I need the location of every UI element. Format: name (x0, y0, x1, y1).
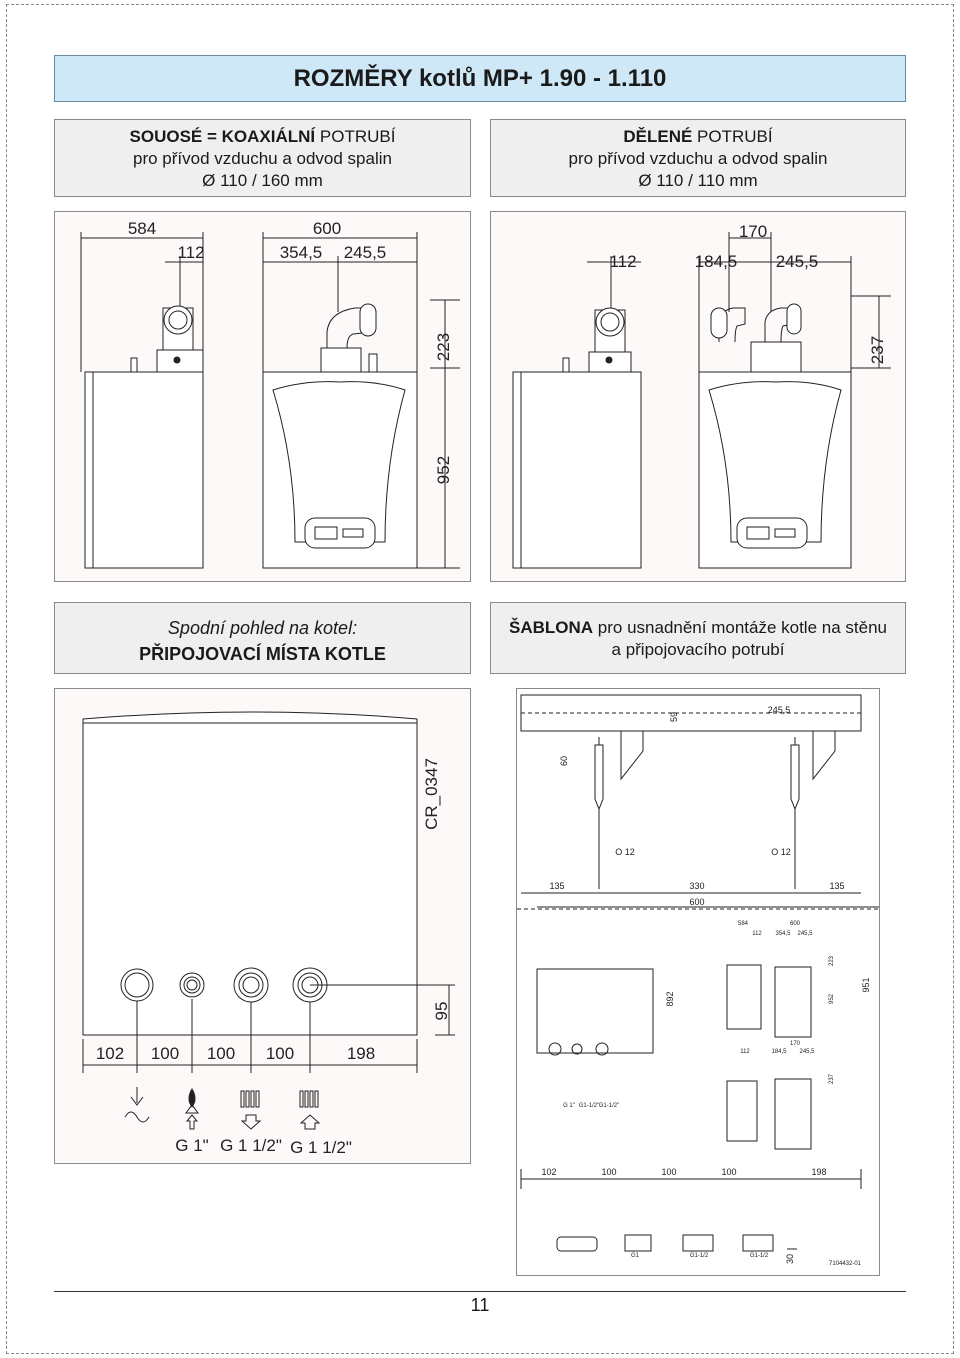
split-header: DĚLENÉ POTRUBÍ pro přívod vzduchu a odvo… (490, 119, 906, 197)
coax-header: SOUOSÉ = KOAXIÁLNÍ POTRUBÍ pro přívod vz… (54, 119, 471, 197)
tpl-spacing-4: 100 (721, 1167, 736, 1177)
tpl-spacing-2: 100 (601, 1167, 616, 1177)
tpl-label-1: G1 (631, 1253, 640, 1259)
tpl-mini-354: 354,5 (775, 931, 791, 937)
spacing-5: 198 (347, 1044, 375, 1063)
connections-svg: CR_0347 95 102 100 100 100 198 G 1" G 1 … (82, 711, 455, 1157)
tpl-label-2: G1-1/2 (690, 1253, 709, 1259)
page-border (6, 4, 954, 1354)
template-title-bold: ŠABLONA (509, 618, 594, 637)
split-title-rest: POTRUBÍ (692, 127, 773, 146)
dim-223: 223 (434, 333, 453, 361)
dim-95: 95 (432, 1002, 451, 1021)
tpl-mini-952: 952 (829, 993, 835, 1004)
spacing-2: 100 (151, 1044, 179, 1063)
template-svg: 59 245,5 60 O 12 O 12 135 330 135 600 89… (517, 694, 879, 1267)
tpl-mini-245: 245,5 (797, 931, 813, 937)
tpl-hole-1: O 12 (615, 847, 635, 857)
footer-line (54, 1291, 906, 1292)
code-cr: CR_0347 (422, 758, 441, 830)
bottom-view-subtitle: PŘIPOJOVACÍ MÍSTA KOTLE (139, 644, 386, 664)
split-title-bold: DĚLENÉ (623, 127, 693, 146)
dim-split-245: 245,5 (776, 252, 819, 271)
coax-drawing: 584 112 600 354,5 245,5 223 952 (54, 211, 471, 582)
dim-354: 354,5 (280, 243, 323, 262)
coax-diameter: Ø 110 / 160 mm (202, 171, 323, 190)
dim-245: 245,5 (344, 243, 387, 262)
bottom-view-header: Spodní pohled na kotel: PŘIPOJOVACÍ MÍST… (54, 602, 471, 674)
tpl-30: 30 (785, 1254, 795, 1264)
tpl-mini-g3: G1-1/2" (599, 1103, 619, 1109)
page-number: 11 (470, 1295, 490, 1315)
tpl-135-a: 135 (549, 881, 564, 891)
coax-subtitle: pro přívod vzduchu a odvod spalin (133, 149, 392, 168)
tpl-code: 7104432-01 (829, 1261, 862, 1267)
tpl-892: 892 (665, 991, 675, 1006)
tpl-mini-600: 600 (790, 921, 801, 927)
template-drawing: 59 245,5 60 O 12 O 12 135 330 135 600 89… (516, 688, 880, 1276)
dim-split-112: 112 (609, 252, 636, 271)
tpl-mini-223: 223 (829, 955, 835, 966)
dim-584: 584 (128, 219, 156, 238)
tpl-330: 330 (689, 881, 704, 891)
page-title-text: ROZMĚRY kotlů MP+ 1.90 - 1.110 (293, 64, 667, 92)
tpl-mini-b112: 112 (740, 1049, 750, 1055)
tpl-59: 59 (669, 712, 679, 722)
template-title-rest: pro usnadnění montáže kotle na stěnu (593, 618, 887, 637)
tpl-mini-584: 584 (738, 921, 749, 927)
split-drawing-svg: 170 112 184,5 245,5 237 (512, 222, 891, 569)
tpl-135-b: 135 (829, 881, 844, 891)
tpl-mini-112: 112 (752, 931, 762, 937)
tpl-label-3: G1-1/2 (750, 1253, 769, 1259)
coax-title-rest: POTRUBÍ (315, 127, 396, 146)
spacing-4: 100 (266, 1044, 294, 1063)
coax-drawing-svg: 584 112 600 354,5 245,5 223 952 (80, 219, 460, 569)
dim-237: 237 (868, 336, 887, 364)
size-return: G 1 1/2" (290, 1138, 352, 1157)
tpl-mini-170: 170 (790, 1041, 801, 1047)
tpl-mini-237: 237 (829, 1073, 835, 1084)
dim-112: 112 (177, 243, 204, 262)
template-header: ŠABLONA pro usnadnění montáže kotle na s… (490, 602, 906, 674)
tpl-spacing-5: 198 (811, 1167, 826, 1177)
bottom-view-title: Spodní pohled na kotel: (167, 618, 358, 638)
tpl-spacing-1: 102 (541, 1167, 556, 1177)
tpl-mini-g1: G 1" (563, 1103, 575, 1109)
split-diameter: Ø 110 / 110 mm (638, 171, 758, 190)
tpl-hole-2: O 12 (771, 847, 791, 857)
size-flow: G 1 1/2" (220, 1136, 282, 1155)
split-subtitle: pro přívod vzduchu a odvod spalin (568, 149, 828, 168)
tpl-600: 600 (689, 897, 704, 907)
spacing-3: 100 (207, 1044, 235, 1063)
split-drawing: 170 112 184,5 245,5 237 (490, 211, 906, 582)
coax-title-bold: SOUOSÉ = KOAXIÁLNÍ (129, 127, 316, 146)
template-subtitle: a připojovacího potrubí (611, 640, 785, 659)
dim-952: 952 (434, 456, 453, 484)
page-title: ROZMĚRY kotlů MP+ 1.90 - 1.110 (54, 55, 906, 102)
dim-170: 170 (739, 222, 767, 241)
tpl-mini-184: 184,5 (771, 1049, 787, 1055)
connections-drawing: CR_0347 95 102 100 100 100 198 G 1" G 1 … (54, 688, 471, 1164)
tpl-spacing-3: 100 (661, 1167, 676, 1177)
spacing-1: 102 (96, 1044, 124, 1063)
size-gas: G 1" (175, 1136, 208, 1155)
tpl-mini-g2: G1-1/2" (579, 1103, 599, 1109)
tpl-mini-b245: 245,5 (799, 1049, 815, 1055)
dim-184: 184,5 (695, 252, 738, 271)
tpl-951: 951 (861, 977, 871, 992)
tpl-245: 245,5 (768, 705, 791, 715)
tpl-60: 60 (559, 756, 569, 766)
dim-600: 600 (313, 219, 341, 238)
